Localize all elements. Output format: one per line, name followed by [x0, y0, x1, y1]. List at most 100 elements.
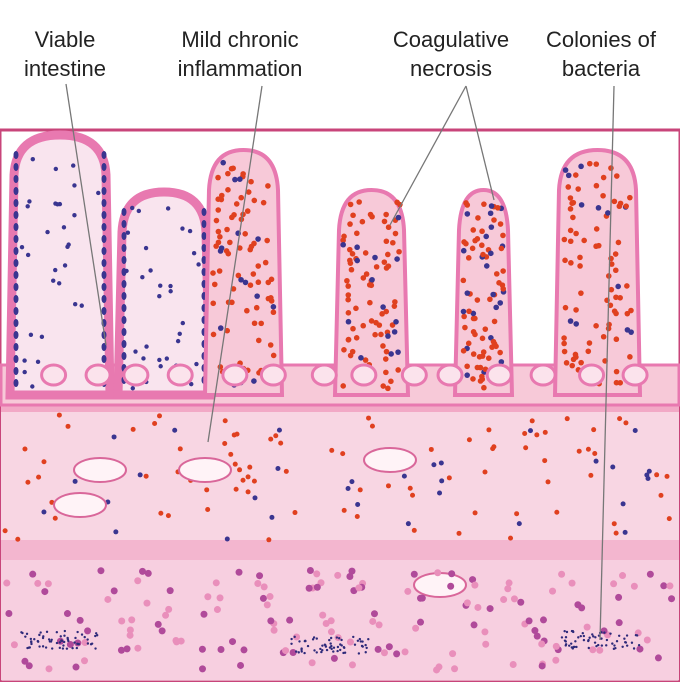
red-cell [255, 263, 262, 269]
red-cell [251, 378, 257, 384]
red-cell [460, 308, 467, 315]
nucleus [35, 359, 41, 365]
muscle-cell [308, 659, 316, 667]
villus-viable [5, 130, 115, 400]
nucleus [175, 338, 181, 344]
bacteria [26, 646, 29, 650]
red-cell [270, 352, 277, 359]
nucleus [79, 303, 84, 308]
epithelial-nucleus [13, 163, 19, 171]
muscle-cell [266, 593, 274, 601]
epithelial-nucleus [121, 352, 127, 360]
red-cell [362, 250, 369, 256]
muscle-cell [482, 640, 490, 648]
epithelial-nucleus [121, 256, 127, 264]
muscle-cell [200, 610, 208, 618]
bacteria [298, 640, 301, 643]
red-cell [233, 201, 240, 207]
epithelial-nucleus [13, 211, 19, 219]
cell [428, 446, 434, 452]
red-cell [244, 307, 250, 314]
muscle-cell [10, 641, 18, 649]
cell [658, 492, 664, 498]
bacteria [33, 638, 36, 641]
cell [137, 472, 143, 478]
cell [588, 472, 594, 478]
bacteria [49, 640, 53, 643]
red-cell [613, 336, 620, 343]
cell [646, 468, 652, 474]
red-cell [340, 383, 347, 389]
red-cell [562, 304, 569, 311]
bacteria [335, 636, 339, 639]
nucleus [19, 244, 25, 250]
muscle-cell [313, 570, 321, 578]
red-cell [470, 310, 477, 317]
muscle-cell [533, 632, 541, 640]
red-cell [563, 360, 570, 366]
red-cell [627, 354, 633, 360]
cell [283, 468, 289, 474]
crypt [122, 363, 150, 387]
epithelial-nucleus [121, 244, 127, 252]
leader-lines [65, 83, 615, 641]
red-cell [251, 320, 258, 327]
epithelial-nucleus [121, 292, 127, 300]
bacteria [329, 636, 333, 640]
muscle-cell [5, 610, 13, 618]
muscle-cell [118, 617, 126, 625]
red-cell [250, 271, 257, 277]
red-cell [615, 283, 621, 290]
nucleus [51, 278, 56, 283]
red-cell [345, 283, 352, 289]
epithelial-nucleus [201, 232, 207, 240]
cell [237, 467, 243, 473]
epithelial-nucleus [13, 175, 19, 183]
red-cell [567, 238, 574, 245]
cell [576, 448, 582, 454]
cell [158, 510, 164, 516]
cell [407, 485, 413, 491]
bacteria [45, 630, 49, 634]
cell [222, 441, 228, 447]
muscle-cell [380, 649, 388, 657]
cell [240, 477, 246, 483]
red-cell [464, 202, 471, 208]
cell [41, 509, 47, 515]
muscle-cell [348, 567, 356, 575]
bacteria [564, 643, 568, 646]
label-line: intestine [24, 56, 106, 81]
bacteria [94, 632, 98, 635]
bacteria [63, 634, 66, 637]
red-cell [600, 333, 607, 340]
bacteria [353, 643, 357, 646]
bacteria [625, 634, 629, 637]
cell [65, 423, 71, 429]
bacteria [306, 644, 310, 648]
bacteria [337, 637, 341, 640]
muscle-cell [558, 570, 566, 578]
red-cell [623, 203, 629, 209]
red-cell [348, 266, 355, 273]
red-cell [562, 167, 569, 173]
muscle-cell [330, 654, 338, 662]
nucleus [157, 294, 162, 299]
bacteria [61, 647, 65, 650]
muscle-cell [615, 593, 623, 601]
muscle-cell [66, 640, 74, 648]
bacteria [615, 639, 619, 643]
cell [369, 423, 375, 429]
muscle-cell [412, 624, 420, 632]
bacteria [329, 642, 332, 645]
red-cell [577, 263, 583, 269]
cell [276, 427, 282, 433]
red-cell [490, 291, 496, 298]
muscle-cell [538, 662, 546, 670]
red-cell [614, 173, 620, 179]
muscle-cell [346, 573, 354, 581]
crypt [436, 363, 464, 387]
red-cell [498, 245, 505, 252]
muscle-cell [84, 627, 92, 635]
label-line: Mild chronic [181, 27, 299, 52]
red-cell [383, 369, 389, 376]
